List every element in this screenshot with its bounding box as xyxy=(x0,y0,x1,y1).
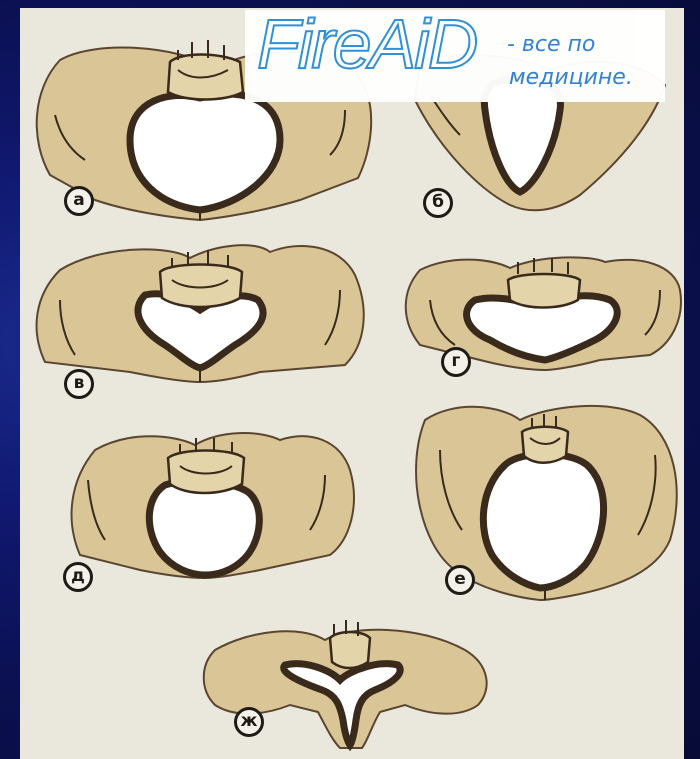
sacrum-zh xyxy=(330,620,370,668)
label-zh: ж xyxy=(234,707,264,737)
label-e: е xyxy=(445,565,475,595)
pelvis-v xyxy=(37,245,364,382)
watermark-tagline-line2: медицине. xyxy=(509,65,633,90)
watermark-tagline-line1: - все по xyxy=(507,32,595,57)
label-a: а xyxy=(64,186,94,216)
label-d: д xyxy=(63,562,93,592)
label-g: г xyxy=(441,347,471,377)
pelvis-d xyxy=(72,433,354,578)
label-v: в xyxy=(64,369,94,399)
fireaid-logo: FireAiD xyxy=(257,4,476,84)
sacrum-a xyxy=(168,40,243,100)
watermark-banner: FireAiD - все по медицине. xyxy=(245,10,665,102)
label-b: б xyxy=(423,188,453,218)
